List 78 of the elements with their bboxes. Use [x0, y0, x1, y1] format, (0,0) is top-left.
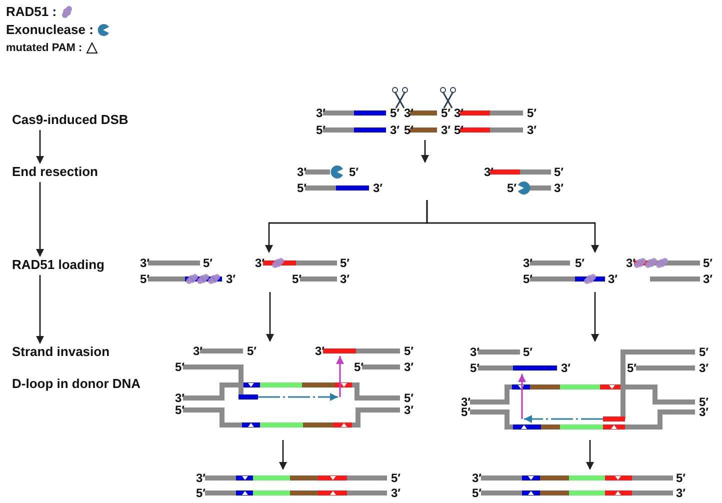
step-label: End resection: [12, 164, 98, 180]
strand-end-label: 3′: [373, 181, 383, 195]
strand-end-label: 5′: [340, 256, 350, 270]
strand-end-label: 5′: [404, 123, 414, 137]
strand-end-label: 3′: [226, 272, 236, 286]
step-label: D-loop in donor DNA: [12, 376, 141, 392]
strand-end-label: 5′: [404, 391, 414, 405]
legend-text: Exonuclease :: [6, 22, 94, 38]
strand-end-label: 5′: [470, 361, 480, 375]
strand-end-label: 3′: [472, 471, 482, 485]
strand-end-label: 3′: [196, 471, 206, 485]
strand-end-label: 3′: [297, 165, 307, 179]
strand-end-label: 3′: [626, 256, 636, 270]
strand-end-label: 5′: [247, 344, 257, 358]
strand-end-label: 5′: [391, 471, 401, 485]
strand-end-label: 5′: [554, 165, 564, 179]
strand-end-label: 5′: [292, 272, 302, 286]
strand-end-label: 5′: [316, 123, 326, 137]
strand-end-label: 5′: [354, 360, 364, 374]
strand-end-label: 5′: [196, 486, 206, 500]
strand-end-label: 3′: [255, 256, 265, 270]
strand-end-label: 3′: [703, 272, 713, 286]
arrow: [36, 130, 44, 164]
strand-end-label: 5′: [527, 106, 537, 120]
strand-end-label: 5′: [203, 256, 213, 270]
arrow: [426, 200, 599, 253]
strand-end-label: 3′: [316, 106, 326, 120]
legend-text: RAD51 :: [6, 4, 57, 20]
strand-end-label: 5′: [523, 345, 533, 359]
strand-end-label: 3′: [140, 256, 150, 270]
strand-end-label: 5′: [472, 486, 482, 500]
strand-end-label: 5′: [507, 181, 517, 195]
strand-end-label: 3′: [175, 391, 185, 405]
strand-end-label: 3′: [390, 123, 400, 137]
strand-end-label: 3′: [315, 344, 325, 358]
arrow: [36, 275, 44, 344]
arrow: [279, 440, 287, 470]
arrow: [591, 292, 599, 342]
strand-end-label: 5′: [441, 106, 451, 120]
legend-text: mutated PAM :: [6, 41, 82, 56]
strand-end-label: 3′: [527, 123, 537, 137]
strand-end-label: 3′: [454, 106, 464, 120]
strand-end-label: 5′: [676, 471, 686, 485]
strand-end-label: 3′: [484, 165, 494, 179]
strand-end-label: 5′: [699, 345, 709, 359]
arrow: [36, 182, 44, 257]
step-label: Cas9-induced DSB: [12, 112, 128, 128]
strand-end-label: 5′: [454, 123, 464, 137]
strand-end-label: 5′: [404, 344, 414, 358]
strand-end-label: 3′: [404, 106, 414, 120]
strand-end-label: 3′: [554, 181, 564, 195]
strand-end-label: 5′: [575, 256, 585, 270]
strand-end-label: 3′: [470, 345, 480, 359]
strand-end-label: 5′: [140, 272, 150, 286]
strand-end-label: 5′: [175, 403, 185, 417]
strand-end-label: 5′: [627, 361, 637, 375]
strand-end-label: 5′: [523, 272, 533, 286]
step-label: RAD51 loading: [12, 257, 104, 273]
arrow: [266, 292, 274, 342]
strand-end-label: 5′: [175, 360, 185, 374]
strand-end-label: 3′: [391, 486, 401, 500]
arrow: [586, 440, 594, 470]
strand-end-label: 3′: [561, 361, 571, 375]
strand-end-label: 3′: [404, 403, 414, 417]
strand-end-label: 5′: [297, 181, 307, 195]
strand-end-label: 5′: [349, 165, 359, 179]
arrow: [421, 140, 429, 163]
strand-end-label: 3′: [699, 361, 709, 375]
strand-end-label: 5′: [390, 106, 400, 120]
strand-end-label: 3′: [404, 360, 414, 374]
strand-end-label: 3′: [608, 272, 618, 286]
strand-end-label: 5′: [703, 256, 713, 270]
strand-end-label: 3′: [340, 272, 350, 286]
step-label: Strand invasion: [12, 344, 110, 360]
strand-end-label: 3′: [676, 486, 686, 500]
strand-end-label: 3′: [523, 256, 533, 270]
strand-end-label: 3′: [441, 123, 451, 137]
strand-end-label: 3′: [193, 344, 203, 358]
